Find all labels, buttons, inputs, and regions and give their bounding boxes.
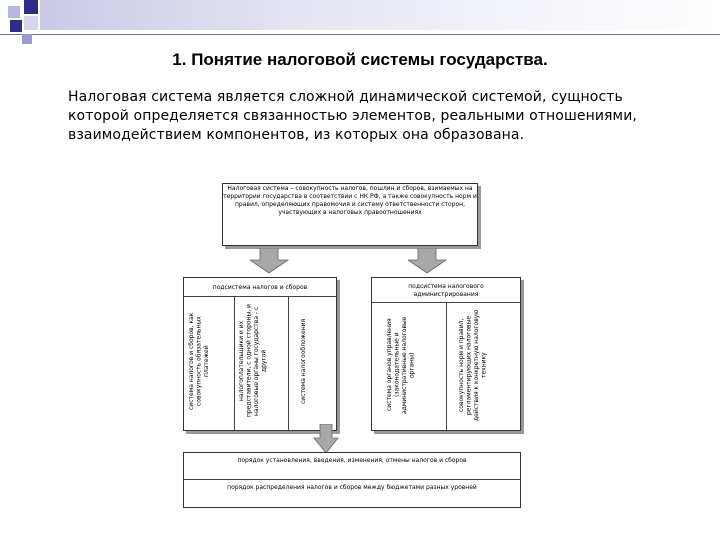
divider (184, 479, 520, 480)
page-title: 1. Понятие налоговой системы государства… (172, 50, 548, 69)
column-tax-system: система налогов и сборов, как совокупнос… (188, 312, 210, 410)
divider (288, 296, 289, 430)
subsystem-taxes-fees: подсистема налогов и сборов система нало… (183, 277, 337, 431)
column-norms-rules: совокупность норм и правил, регламентиру… (458, 309, 488, 421)
decor-square (24, 16, 38, 30)
header-rule (0, 34, 720, 35)
subsystem-tax-administration: подсистема налогового администрирования … (371, 277, 521, 431)
arrow-down-bottom (313, 424, 339, 454)
arrow-down-left (250, 248, 290, 274)
procedures-box: порядок установления, введения, изменени… (183, 452, 521, 508)
decor-square (8, 6, 20, 18)
divider (184, 296, 336, 297)
arrow-down-right (408, 248, 448, 274)
decor-square (24, 0, 38, 14)
subsystem-tax-administration-label: подсистема налогового администрирования (408, 283, 484, 298)
decor-square (40, 0, 720, 30)
decor-square (22, 34, 32, 44)
tax-system-definition-box: Налоговая система – совокупность налогов… (222, 183, 478, 246)
subsystem-taxes-fees-label: подсистема налогов и сборов (212, 284, 308, 291)
procedure-distribution: порядок распределения налогов и сборов м… (227, 484, 477, 491)
column-management-bodies: система органов управления (законодатель… (386, 316, 416, 414)
decor-square (10, 20, 22, 32)
column-taxation-system: система налогообложения (300, 318, 307, 404)
divider (234, 296, 235, 430)
column-taxpayers: налогоплательщики и их представители, с … (238, 304, 268, 418)
procedure-establishment: порядок установления, введения, изменени… (237, 457, 467, 464)
divider (446, 302, 447, 430)
intro-paragraph: Налоговая система является сложной динам… (68, 89, 637, 143)
tax-system-definition-text: Налоговая система – совокупность налогов… (223, 185, 477, 216)
